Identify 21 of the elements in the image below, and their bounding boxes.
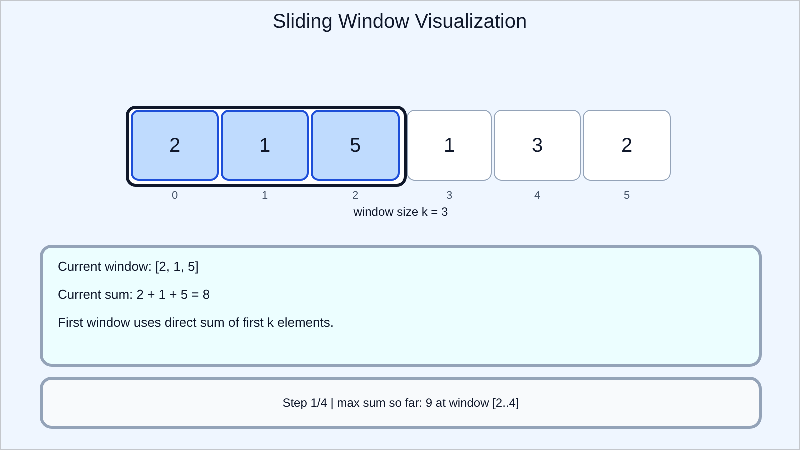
title: Sliding Window Visualization — [272, 10, 528, 35]
index-label: 2 — [352, 190, 359, 203]
info-text: First window uses direct sum of first k elements. — [58, 315, 334, 331]
status-text: Step 1/4 | max sum so far: 9 at window [2..4] — [282, 396, 520, 410]
array-cell: 3 — [494, 110, 581, 181]
index-label: 4 — [534, 190, 541, 203]
array-cell: 1 — [407, 110, 492, 181]
info-text: Current window: [2, 1, 5] — [58, 259, 199, 275]
window-size-label: window size k = 3 — [354, 205, 448, 220]
window-cell: 2 — [131, 110, 219, 181]
status-bar — [40, 377, 762, 429]
info-panel — [40, 245, 762, 367]
window-cell: 5 — [311, 110, 400, 181]
info-text: Current sum: 2 + 1 + 5 = 8 — [58, 287, 210, 303]
index-label: 0 — [172, 190, 178, 203]
array-cell: 2 — [583, 110, 671, 181]
index-label: 1 — [262, 190, 268, 203]
window-frame — [126, 106, 407, 187]
window-cell: 1 — [221, 110, 309, 181]
index-label: 3 — [446, 190, 453, 203]
index-label: 5 — [624, 190, 630, 203]
